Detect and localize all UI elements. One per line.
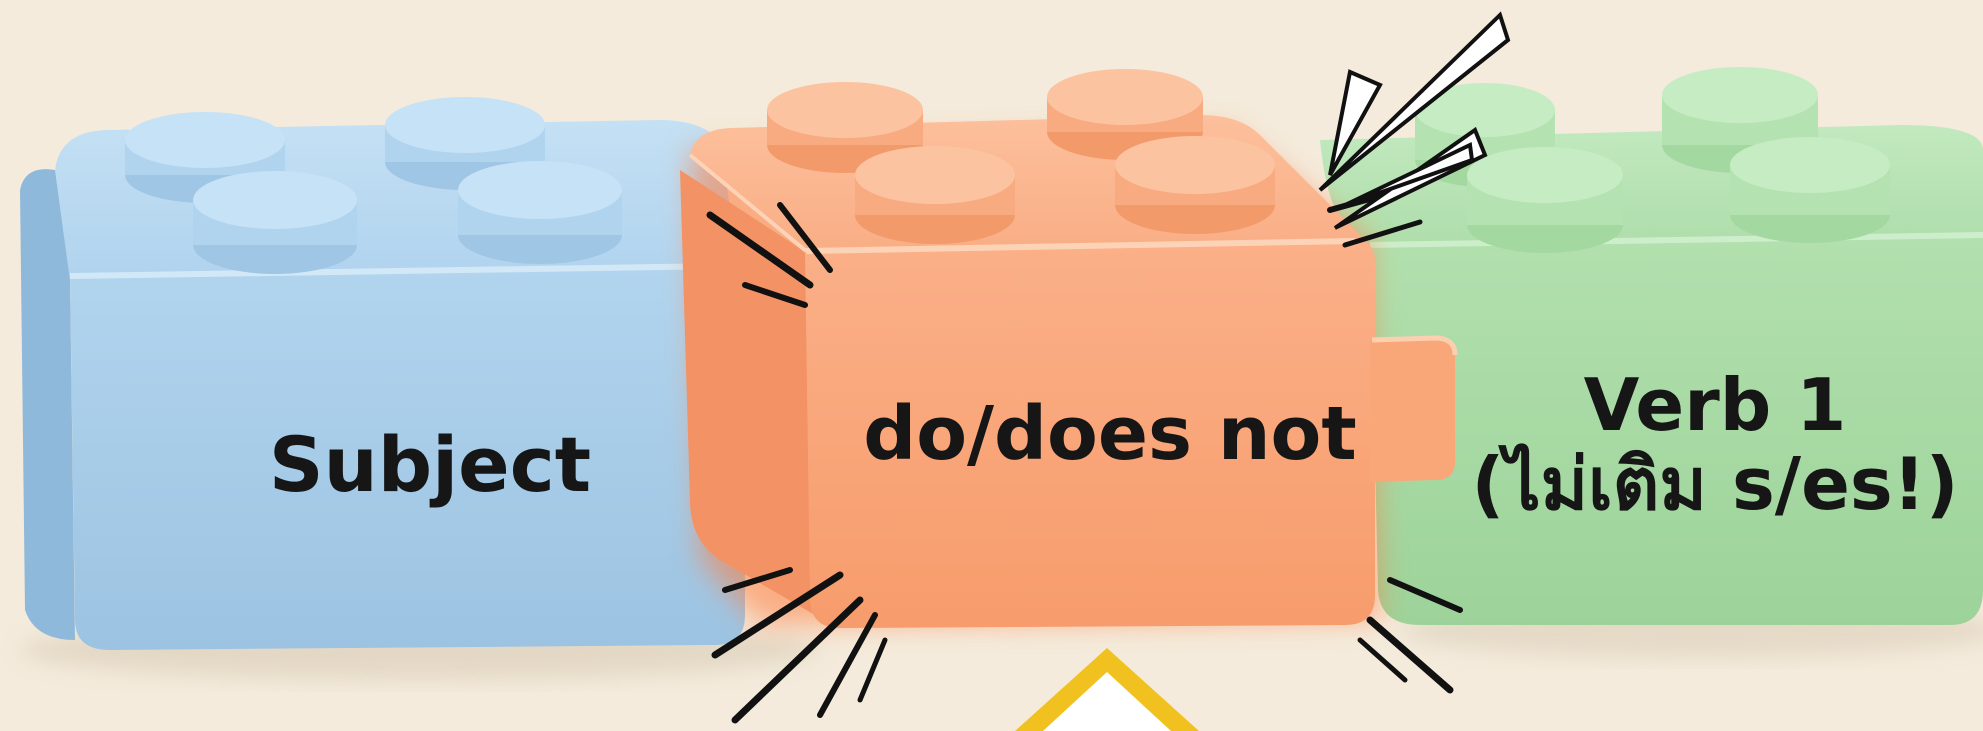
subject-label: Subject <box>230 400 630 530</box>
verb-label: Verb 1 (ไม่เติม s/es!) <box>1470 320 1960 570</box>
verb-label-line2: (ไม่เติม s/es!) <box>1471 445 1958 524</box>
verb-label-line1: Verb 1 <box>1584 366 1847 445</box>
do-does-not-label: do/does not <box>830 370 1390 500</box>
warning-triangle-icon <box>1015 648 1199 731</box>
